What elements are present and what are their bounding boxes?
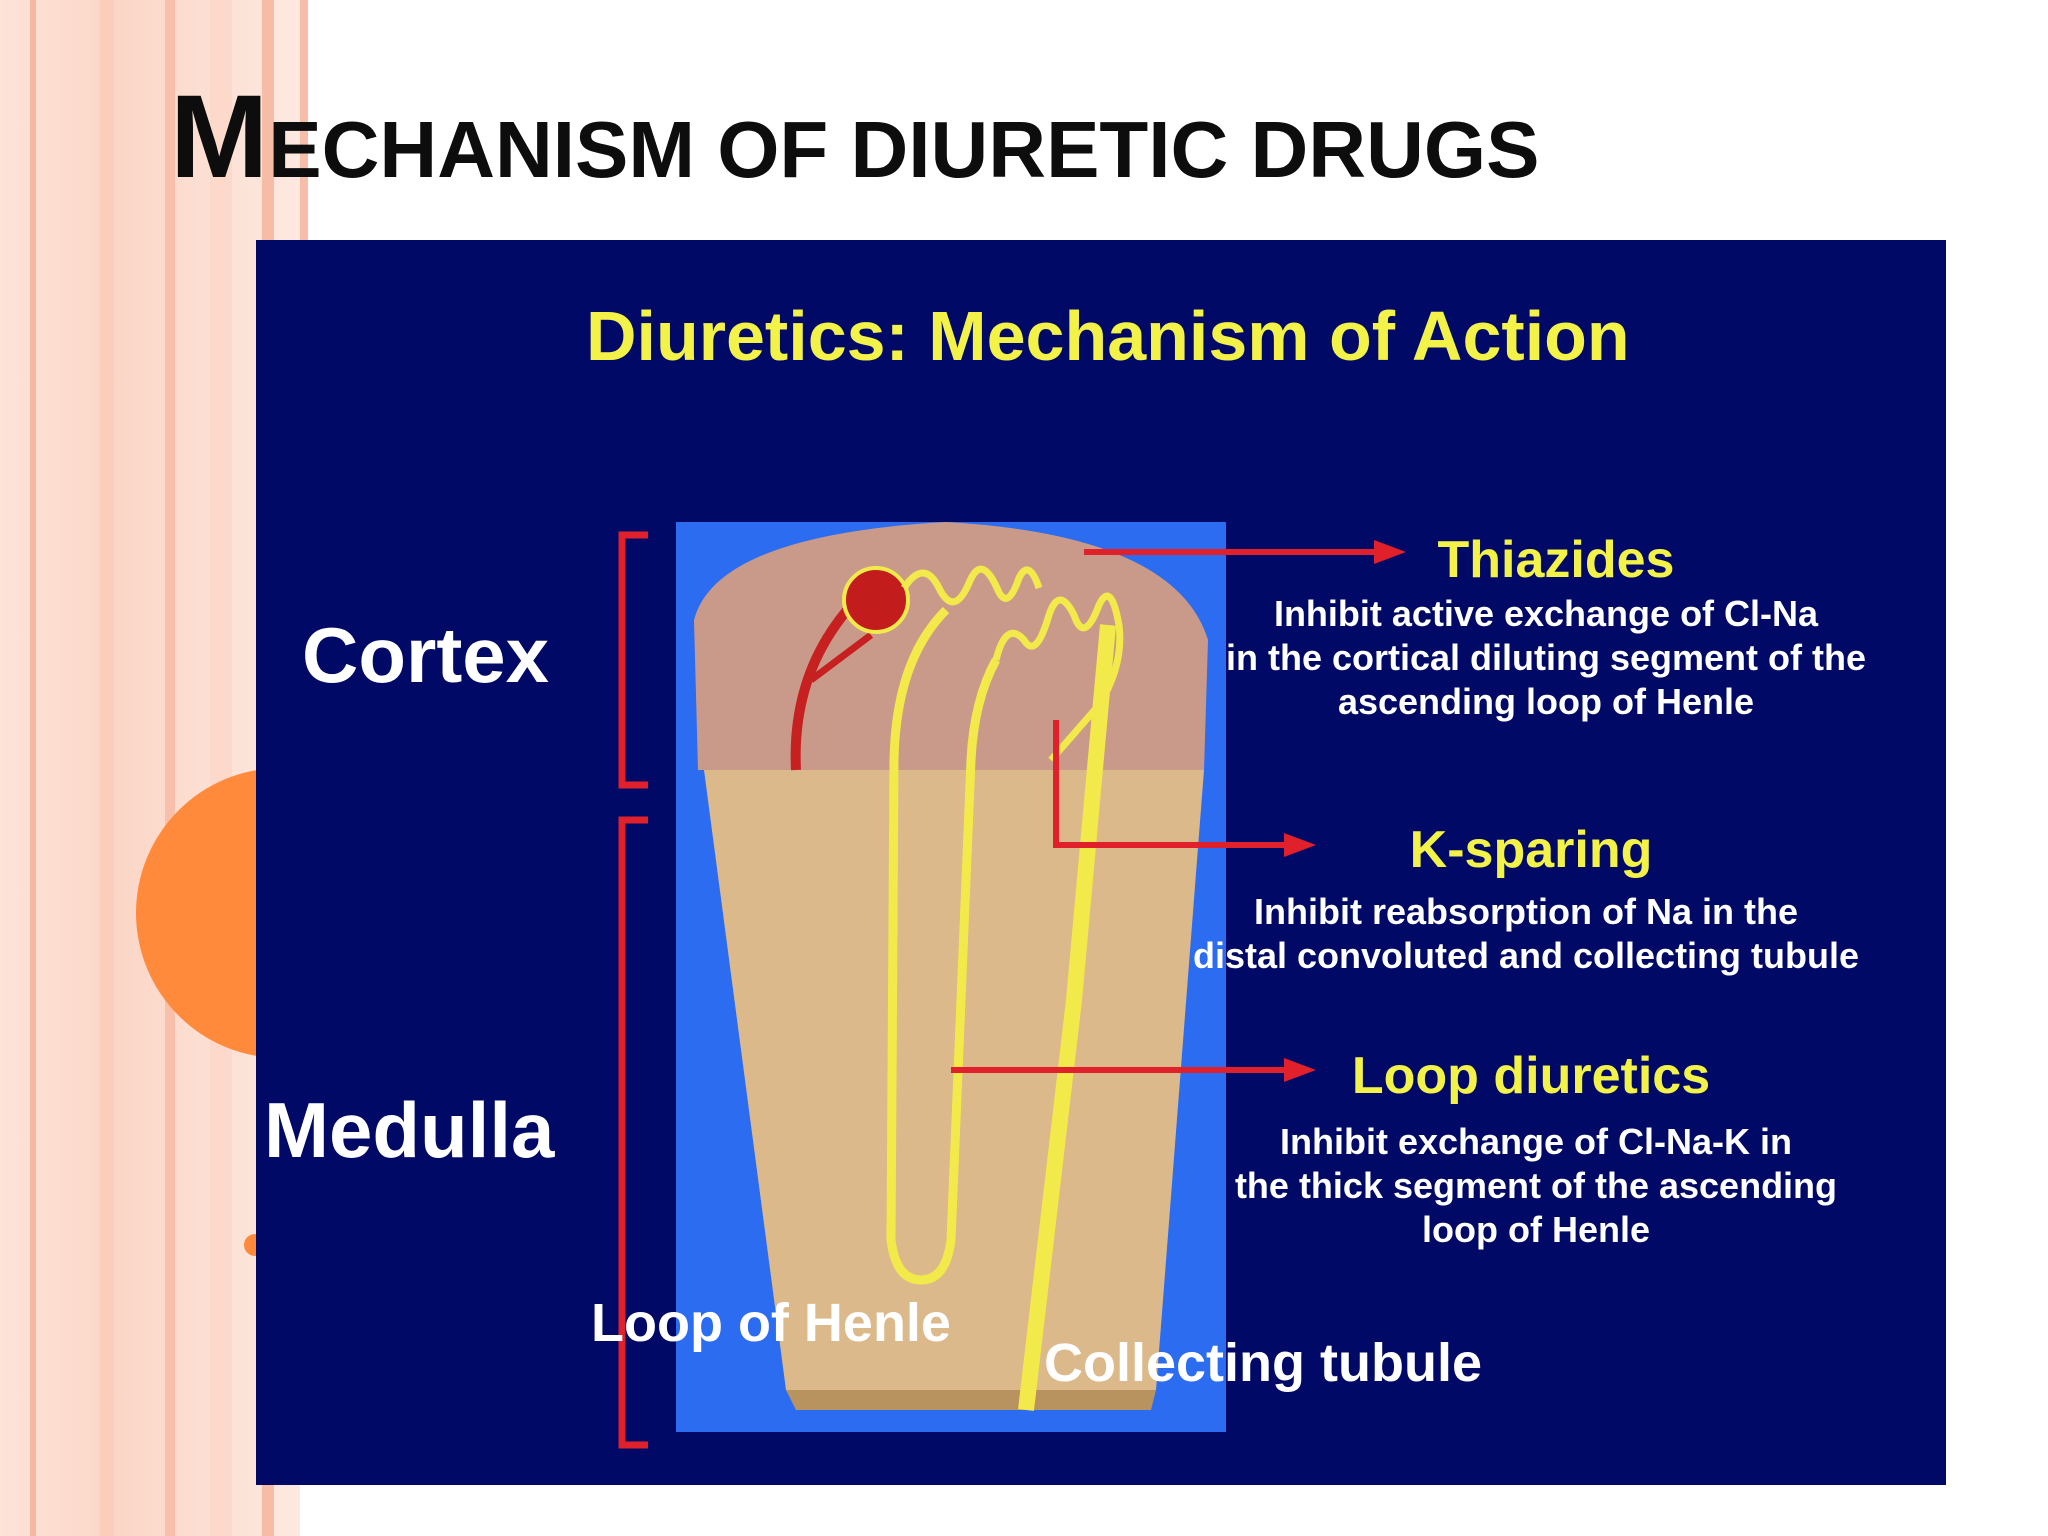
medulla-label: Medulla	[264, 1086, 555, 1174]
medulla-bracket	[618, 816, 648, 1449]
blood-vessel	[790, 596, 860, 771]
diagram-heading: Diuretics: Mechanism of Action	[586, 297, 1630, 375]
decor-stripe	[300, 0, 308, 240]
loop-diuretics-description: Inhibit exchange of Cl-Na-K in the thick…	[1234, 1121, 1838, 1250]
left-decor-band	[0, 0, 300, 1536]
decor-stripe	[30, 0, 36, 1536]
cortex-bracket	[618, 531, 648, 789]
proximal-convoluted-tubule	[901, 565, 1043, 606]
decor-stripe	[100, 0, 114, 1536]
loop-diuretics-label: Loop diuretics	[1351, 1047, 1711, 1105]
thiazides-description: Inhibit active exchange of Cl-Na in the …	[1225, 593, 1867, 722]
medulla-shadow	[786, 1390, 1156, 1410]
nephron-diagram	[618, 522, 1406, 1449]
loop-of-henle-label: Loop of Henle	[591, 1293, 951, 1353]
diagram-panel: Diuretics: Mechanism of Action Cortex Me…	[256, 240, 1946, 1485]
k-sparing-arrow	[1053, 720, 1316, 857]
cortex-tissue	[694, 522, 1208, 770]
decor-stripe	[210, 0, 232, 1536]
k-sparing-description: Inhibit reabsorption of Na in the distal…	[1192, 891, 1860, 976]
distal-convoluted-tubule	[992, 592, 1124, 763]
cortex-label: Cortex	[302, 611, 550, 699]
loop-diuretics-arrow	[951, 1058, 1316, 1082]
collecting-tubule	[1018, 624, 1116, 1411]
loop-of-henle	[886, 606, 1000, 1285]
blood-vessel-branch	[808, 632, 874, 683]
k-sparing-label: K-sparing	[1409, 821, 1653, 879]
thiazides-label: Thiazides	[1437, 531, 1675, 589]
thiazides-arrow	[1084, 540, 1406, 564]
decor-stripe	[165, 0, 175, 1536]
collecting-tubule-label: Collecting tubule	[1044, 1333, 1482, 1393]
glomerulus	[842, 566, 910, 634]
slide-title: MECHANISM OF DIURETIC DRUGS	[170, 71, 1540, 203]
